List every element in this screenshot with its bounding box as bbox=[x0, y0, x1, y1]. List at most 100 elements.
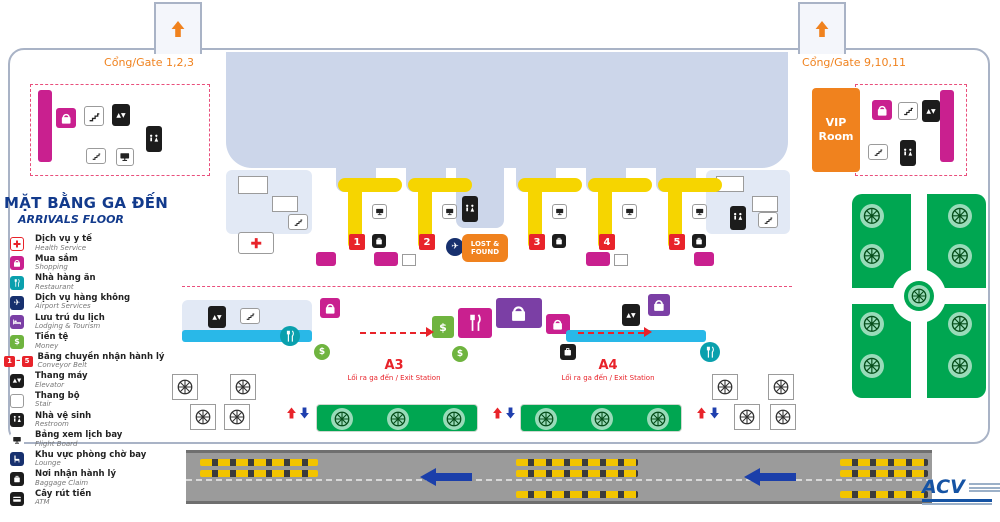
tree-icon bbox=[649, 410, 667, 428]
shop-block bbox=[316, 252, 336, 266]
arrow-up-icon bbox=[492, 400, 503, 426]
lane-marking bbox=[186, 479, 932, 481]
hazard-stripe bbox=[516, 459, 638, 466]
shopping-bag-icon bbox=[323, 301, 337, 315]
flight-board-icon bbox=[555, 207, 564, 216]
lost-and-found: LOST & FOUND bbox=[462, 234, 508, 262]
baggage-icon bbox=[694, 236, 704, 246]
lounge-seat-icon bbox=[12, 454, 22, 464]
restroom-icon bbox=[902, 144, 914, 163]
gate-arrow-up-icon bbox=[814, 16, 830, 42]
arrow-down-icon bbox=[709, 400, 720, 426]
airplane-icon: ✈ bbox=[10, 295, 24, 310]
legend-panel: MẶT BẰNG GA ĐẾN ARRIVALS FLOOR Dịch vụ y… bbox=[4, 194, 176, 508]
tree-icon bbox=[950, 356, 970, 376]
entry-exit-arrows bbox=[696, 400, 722, 426]
tree-icon bbox=[333, 410, 351, 428]
gate-corridor-left bbox=[154, 2, 202, 54]
carousel-number: 5 bbox=[669, 234, 685, 250]
legend-label-vi: Bảng xem lịch bay bbox=[35, 430, 123, 441]
kiosk bbox=[614, 254, 628, 266]
baggage-carousel-5: 5 bbox=[658, 178, 722, 266]
legend-label-en: Lounge bbox=[35, 459, 61, 468]
baggage-carousel-1: 1 bbox=[338, 178, 402, 266]
planter-icon bbox=[772, 378, 790, 396]
arrow-down-icon bbox=[505, 400, 516, 426]
stairs-icon bbox=[902, 105, 915, 117]
legend-label-vi: Cây rút tiền bbox=[35, 489, 92, 499]
entry-exit-arrows bbox=[492, 400, 518, 426]
restaurant-icon bbox=[703, 345, 717, 359]
tree-icon bbox=[389, 410, 407, 428]
tree-icon bbox=[862, 356, 882, 376]
elevator-icon: ▲▼ bbox=[208, 306, 226, 328]
flight-board-icon bbox=[12, 435, 22, 445]
shopping-bag-icon bbox=[12, 258, 22, 268]
carousel-number: 4 bbox=[599, 234, 615, 250]
planter-icon bbox=[176, 378, 194, 396]
restaurant-icon bbox=[12, 278, 22, 288]
office-room bbox=[272, 196, 298, 212]
acv-logo-bar bbox=[922, 499, 992, 502]
legend-label-vi: Nhà vệ sinh bbox=[35, 410, 92, 421]
shopping-bag-icon bbox=[59, 111, 73, 125]
walkway-left bbox=[182, 330, 312, 342]
baggage-carousel-2: 2 bbox=[408, 178, 472, 266]
baggage-carousel-4: 4 bbox=[588, 178, 652, 266]
legend-label-vi: Băng chuyền nhận hành lý bbox=[37, 351, 165, 362]
stairs-icon bbox=[244, 311, 257, 321]
secure-zone-left bbox=[30, 84, 210, 176]
legend-label-en: Conveyor Belt bbox=[37, 361, 87, 370]
legend-label-vi: Nhà hàng ăn bbox=[35, 273, 96, 284]
acv-logo-lines bbox=[968, 482, 1000, 494]
garden bbox=[852, 194, 986, 398]
legend-label-vi: Thang bộ bbox=[35, 391, 80, 402]
carousel-number: 1 bbox=[349, 234, 365, 250]
flight-board-icon bbox=[375, 207, 384, 216]
elevator-icon: ▲▼ bbox=[622, 304, 640, 326]
conveyor-range-end: 5 bbox=[21, 355, 33, 367]
stairs-icon bbox=[872, 147, 885, 157]
exit-path-a3 bbox=[360, 332, 426, 334]
road bbox=[186, 450, 932, 504]
tree-icon bbox=[950, 206, 970, 226]
acv-logo: ACV bbox=[922, 478, 1000, 505]
acv-logo-bar bbox=[922, 503, 992, 505]
medical-cross-icon bbox=[244, 236, 268, 250]
hazard-stripe bbox=[200, 470, 318, 477]
tree-icon bbox=[862, 206, 882, 226]
vip-room: VIP Room bbox=[812, 88, 860, 172]
vip-room-label: VIP Room bbox=[818, 116, 854, 143]
restaurant-icon bbox=[283, 329, 297, 343]
legend-label-en: ATM bbox=[35, 498, 50, 507]
dollar-icon: $ bbox=[10, 334, 24, 349]
shopping-bag-icon bbox=[502, 302, 535, 324]
lost-found-line1: LOST & bbox=[470, 239, 500, 248]
legend-label-en: Baggage Claim bbox=[35, 478, 89, 487]
exit-path-a4 bbox=[578, 332, 644, 334]
hazard-stripe bbox=[516, 491, 638, 498]
carousel-number: 3 bbox=[529, 234, 545, 250]
exit-code-a3: A3 bbox=[384, 358, 404, 373]
shop-strip bbox=[38, 90, 52, 162]
airplane-icon: ✈ bbox=[446, 238, 464, 256]
stairs-icon bbox=[292, 217, 305, 227]
atm-card-icon bbox=[12, 494, 22, 504]
planter-icon bbox=[738, 408, 756, 426]
tree-icon bbox=[950, 314, 970, 334]
exit-arrowhead-icon bbox=[426, 327, 434, 337]
legend-label-vi: Nơi nhận hành lý bbox=[35, 469, 116, 480]
legend-label-en: Shopping bbox=[35, 263, 68, 272]
restroom-icon bbox=[732, 209, 744, 226]
conveyor-range-dash: – bbox=[16, 356, 21, 367]
legend-label-en: Lodging & Tourism bbox=[35, 322, 101, 330]
hazard-stripe bbox=[516, 470, 638, 477]
